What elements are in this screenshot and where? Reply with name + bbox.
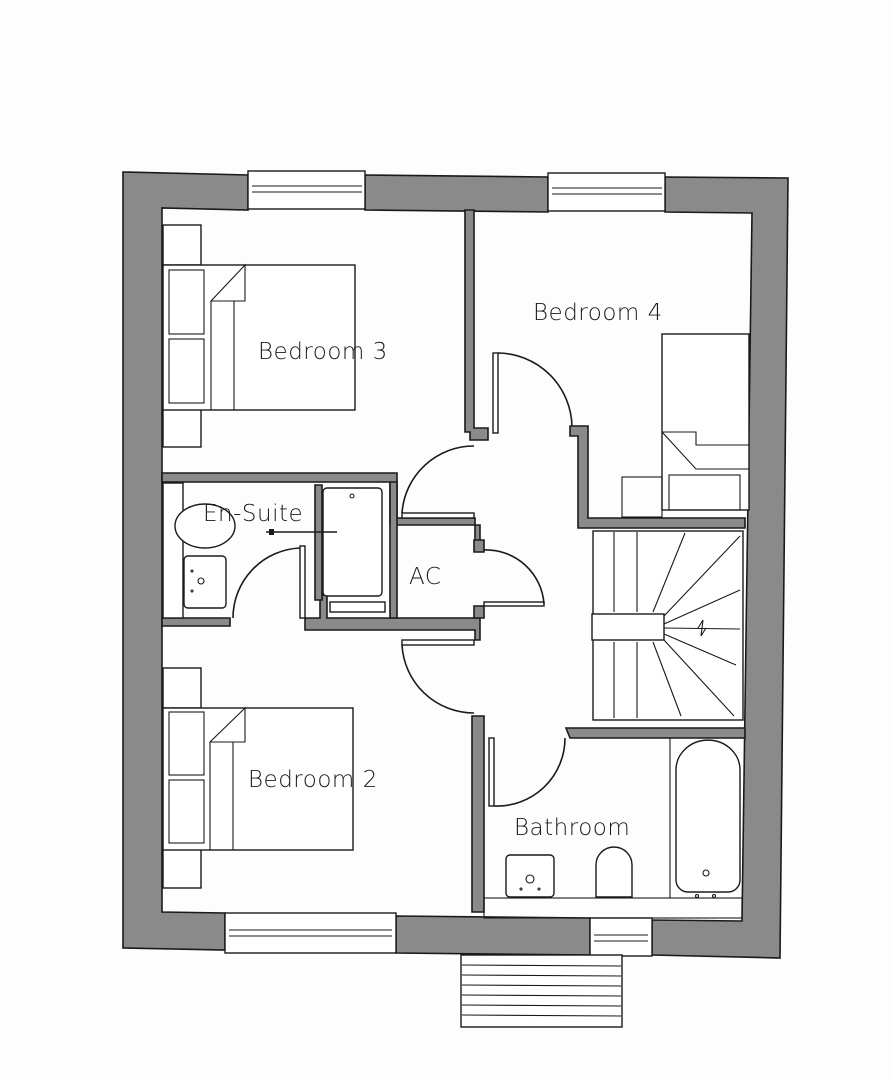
bed-bedroom-3 (162, 224, 356, 448)
bed-bedroom-2 (162, 667, 354, 889)
porch-canopy (460, 954, 623, 1028)
room-label-bathroom: Bathroom (514, 815, 630, 841)
room-label-bedroom-3: Bedroom 3 (258, 339, 388, 365)
room-label-en-suite: En-Suite (203, 501, 303, 527)
room-label-bedroom-4: Bedroom 4 (533, 300, 663, 326)
bed-bedroom-4 (621, 333, 750, 518)
doors (232, 352, 573, 807)
room-label-bedroom-2: Bedroom 2 (248, 767, 378, 793)
bathroom-fixtures (483, 738, 743, 919)
room-label-ac: AC (409, 564, 441, 590)
windows (224, 170, 666, 957)
en-suite-fixtures (162, 482, 386, 619)
internal-walls (161, 209, 746, 913)
staircase (591, 530, 744, 721)
